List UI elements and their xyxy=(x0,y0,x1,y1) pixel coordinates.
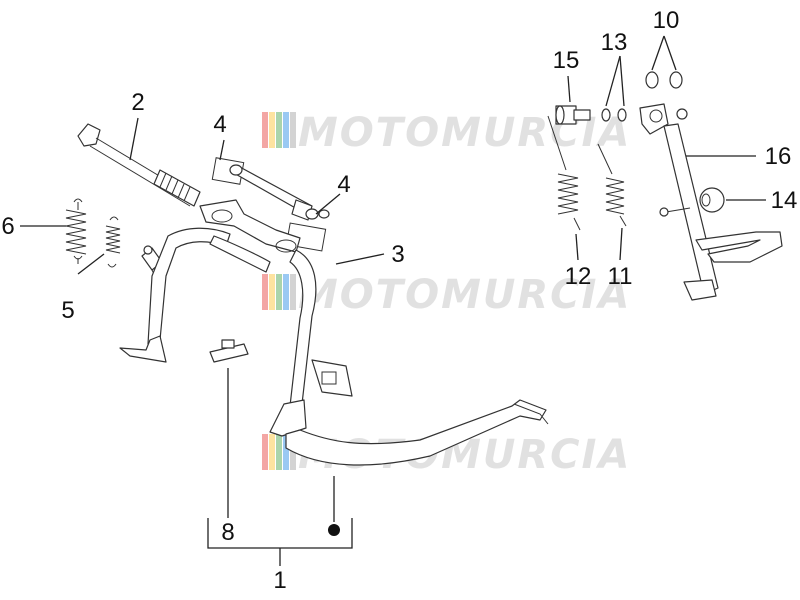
part-rubber-pad xyxy=(209,339,249,363)
leader-lines xyxy=(20,35,766,566)
callout-8: 8 xyxy=(221,519,234,546)
watermark-text: MOTOMURCIA xyxy=(298,272,631,318)
part-spring-large xyxy=(65,198,87,264)
callout-16: 16 xyxy=(765,143,792,170)
watermark-stripes-icon xyxy=(262,274,296,310)
callout-4-lower: 4 xyxy=(337,171,350,198)
callout-labels: 2 4 4 3 6 5 8 1 10 13 15 16 14 12 11 xyxy=(1,7,797,594)
part-main-stand xyxy=(119,199,549,466)
callout-15: 15 xyxy=(553,47,580,74)
callout-11: 11 xyxy=(608,263,633,290)
callout-2: 2 xyxy=(131,89,144,116)
watermark-stripes-icon xyxy=(262,112,296,148)
callout-6: 6 xyxy=(1,213,14,240)
part-spring-small xyxy=(105,216,121,268)
callout-13: 13 xyxy=(601,29,628,56)
callout-10: 10 xyxy=(653,7,680,34)
part-side-stand xyxy=(639,103,783,301)
part-pin xyxy=(211,157,330,252)
callout-3: 3 xyxy=(391,241,404,268)
callout-1: 1 xyxy=(273,567,286,594)
watermark-middle: MOTOMURCIA xyxy=(262,272,631,318)
part-bolt xyxy=(77,123,201,207)
part-bushing xyxy=(659,187,725,217)
callout-14: 14 xyxy=(771,187,798,214)
part-shaft xyxy=(555,105,627,125)
part-washers xyxy=(645,71,683,89)
callout-5: 5 xyxy=(61,297,74,324)
callout-12: 12 xyxy=(565,263,592,290)
part-spring-12 xyxy=(547,115,581,231)
part-spring-11 xyxy=(597,143,627,227)
callout-4-upper: 4 xyxy=(213,111,226,138)
